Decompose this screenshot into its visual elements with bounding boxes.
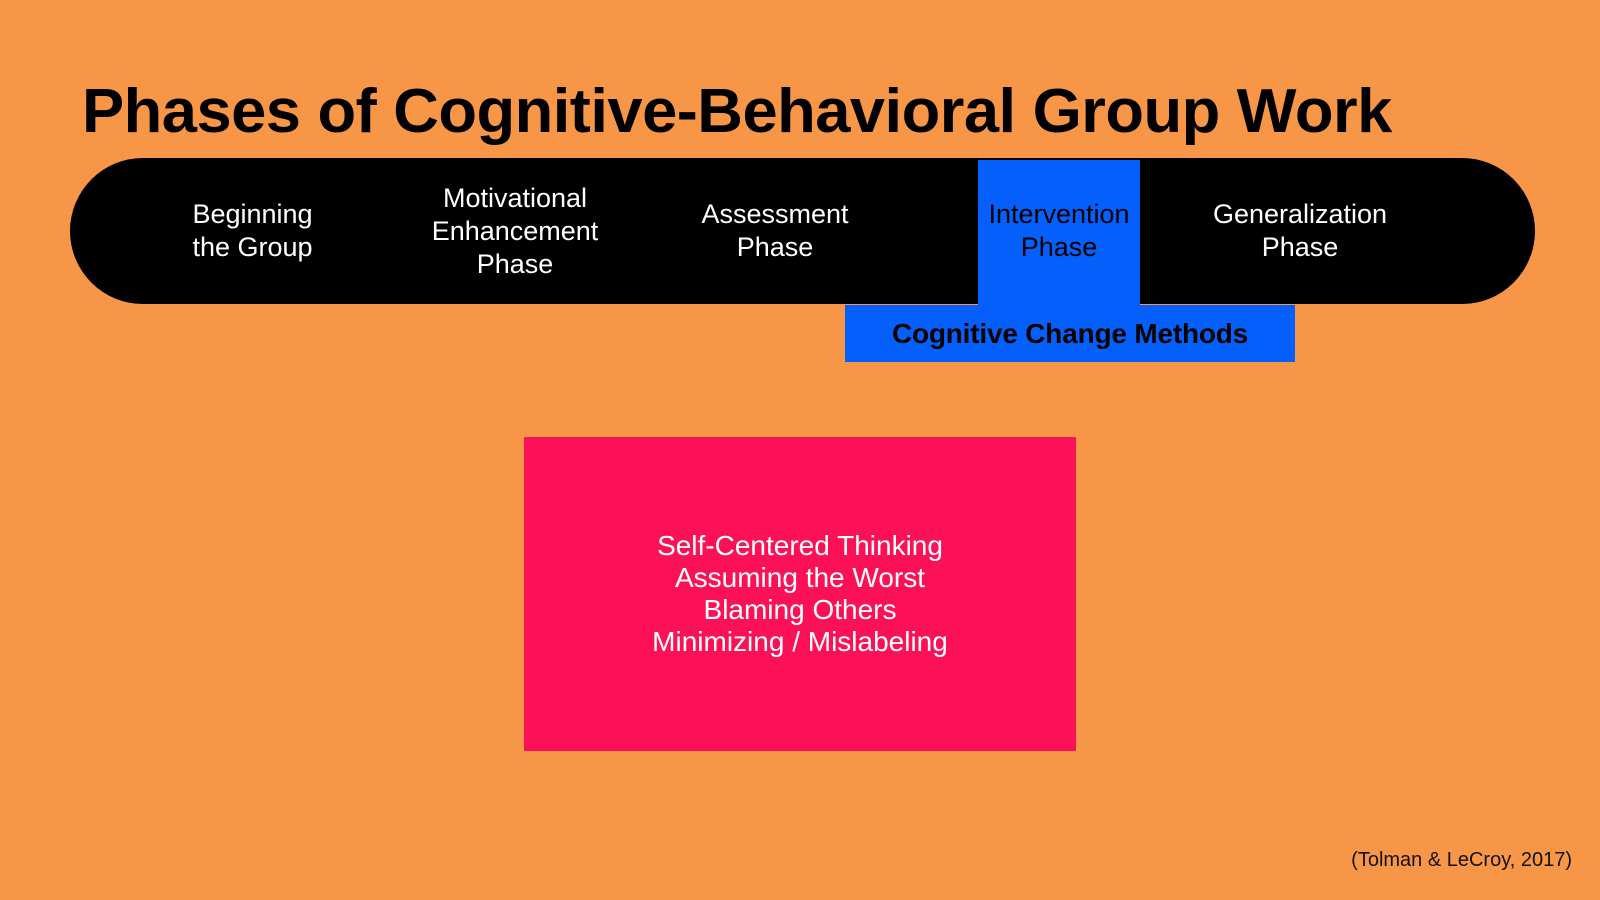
phase-item-generalization-phase[interactable]: Generalization Phase (1212, 199, 1388, 262)
citation-text: (Tolman & LeCroy, 2017) (1351, 849, 1572, 871)
page-title: Phases of Cognitive-Behavioral Group Wor… (82, 77, 1392, 146)
phase-item-assessment-phase[interactable]: Assessment Phase (701, 199, 849, 262)
cognitive-change-methods-label: Cognitive Change Methods (891, 317, 1249, 349)
intervention-highlight-band (978, 160, 1140, 310)
phase-pill-bar (70, 158, 1535, 304)
phase-item-beginning-the-group[interactable]: Beginning the Group (192, 199, 313, 262)
cognitive-change-methods-box[interactable]: Cognitive Change Methods (845, 305, 1295, 362)
phase-item-motivational-enhancement-phase[interactable]: Motivational Enhancement Phase (431, 182, 599, 279)
thinking-errors-list: Self-Centered Thinking Assuming the Wors… (652, 530, 948, 657)
thinking-errors-box[interactable]: Self-Centered Thinking Assuming the Wors… (524, 437, 1076, 751)
phase-item-intervention-phase[interactable]: Intervention Phase (988, 199, 1130, 262)
